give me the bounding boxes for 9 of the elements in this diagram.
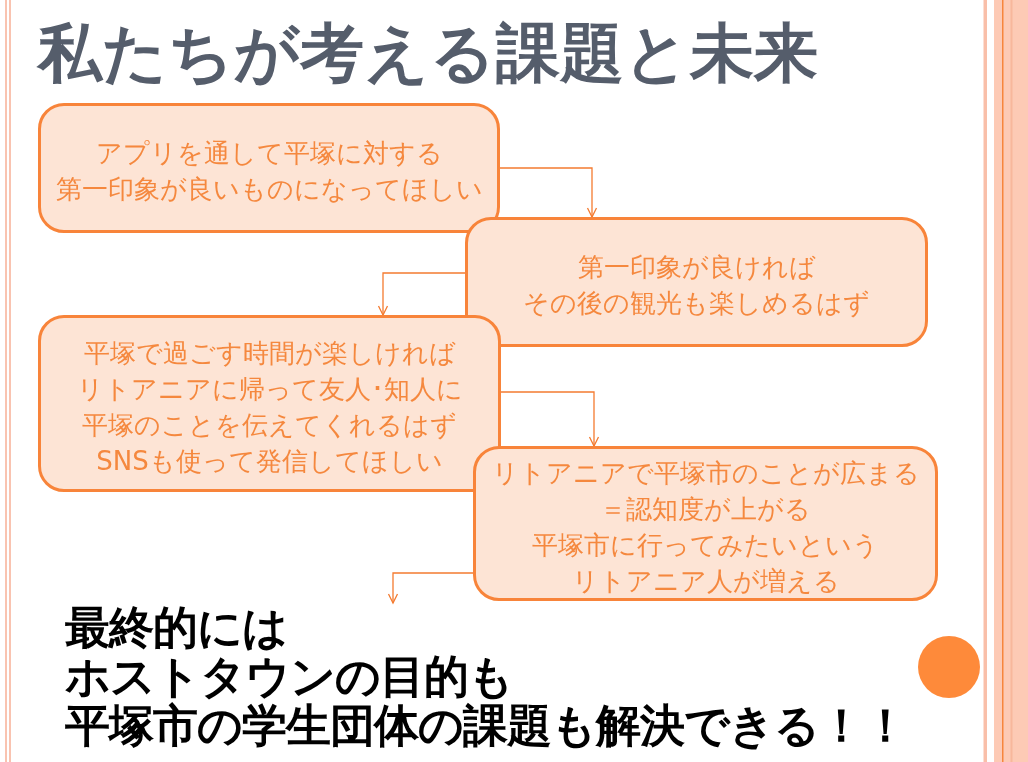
arrow [377,272,466,316]
conclusion-text: 最終的にはホストタウンの目的も平塚市の学生団体の課題も解決できる！！ [65,603,907,750]
slide-title: 私たちが考える課題と未来 [38,15,818,92]
arrow [499,167,598,218]
rounded-box: アプリを通して平塚に対する第一印象が良いものになってほしい [38,103,500,233]
arrow [500,391,600,447]
arrow [387,572,474,604]
rounded-box: リトアニアで平塚市のことが広まる＝認知度が上がる平塚市に行ってみたいというリトアニア人が増える [473,446,938,601]
rounded-box: 第一印象が良ければその後の観光も楽しめるはず [465,217,928,347]
